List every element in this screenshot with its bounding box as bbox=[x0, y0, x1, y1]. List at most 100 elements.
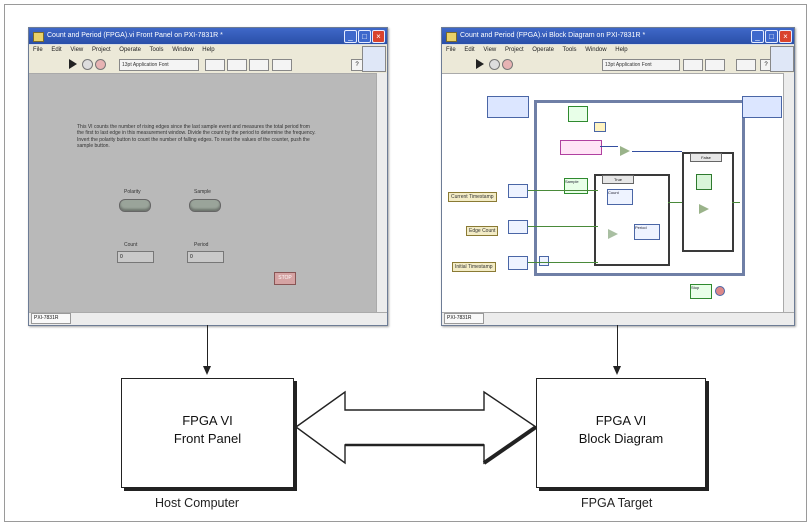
font-select[interactable]: 13pt Application Font bbox=[119, 59, 199, 71]
constant-node bbox=[508, 256, 528, 270]
distribute-objects-icon[interactable] bbox=[227, 59, 247, 71]
align-objects-icon[interactable] bbox=[683, 59, 703, 71]
front-panel-window: Count and Period (FPGA).vi Front Panel o… bbox=[28, 27, 388, 326]
current-timestamp-terminal[interactable]: Current Timestamp bbox=[448, 192, 497, 202]
period-indicator: 0 bbox=[187, 251, 224, 263]
block-diagram-vertical-scrollbar[interactable] bbox=[783, 73, 794, 313]
align-objects-icon[interactable] bbox=[205, 59, 225, 71]
distribute-objects-icon[interactable] bbox=[705, 59, 725, 71]
host-computer-caption: Host Computer bbox=[155, 496, 240, 510]
front-panel-vertical-scrollbar[interactable] bbox=[376, 73, 387, 313]
block-diagram-titlebar[interactable]: Count and Period (FPGA).vi Block Diagram… bbox=[442, 28, 794, 44]
menu-help[interactable]: Help bbox=[615, 47, 628, 53]
wire bbox=[668, 202, 682, 203]
maximize-icon[interactable]: □ bbox=[358, 30, 371, 43]
sample-label: Sample bbox=[194, 189, 211, 195]
connector-line-right bbox=[617, 325, 618, 367]
period-terminal[interactable]: Period bbox=[634, 224, 660, 240]
menu-tools[interactable]: Tools bbox=[562, 47, 577, 53]
vi-description: This VI counts the number of rising edge… bbox=[77, 124, 316, 150]
loop-iteration-terminal bbox=[539, 256, 549, 266]
menu-view[interactable]: View bbox=[483, 47, 497, 53]
run-continuously-icon[interactable] bbox=[489, 59, 500, 70]
menu-file[interactable]: File bbox=[446, 47, 456, 53]
menu-edit[interactable]: Edit bbox=[464, 47, 475, 53]
connector-arrowhead-left bbox=[203, 366, 211, 375]
count-terminal[interactable]: Count bbox=[607, 189, 633, 205]
menu-file[interactable]: File bbox=[33, 47, 43, 53]
front-panel-title: Count and Period (FPGA).vi Front Panel o… bbox=[47, 32, 223, 39]
double-arrow bbox=[294, 390, 538, 465]
run-icon[interactable] bbox=[476, 59, 484, 69]
wire bbox=[600, 146, 618, 147]
case-selector-node bbox=[594, 122, 606, 132]
block-diagram-canvas: Current Timestamp Edge Count Initial Tim… bbox=[442, 74, 784, 313]
menu-project[interactable]: Project bbox=[91, 47, 111, 53]
vi-icon bbox=[33, 32, 44, 42]
maximize-icon[interactable]: □ bbox=[765, 30, 778, 43]
edge-count-terminal[interactable]: Edge Count bbox=[466, 226, 499, 236]
menu-project[interactable]: Project bbox=[504, 47, 524, 53]
case-structure-right: False bbox=[682, 152, 734, 252]
front-panel-box: FPGA VI Front Panel bbox=[121, 378, 294, 488]
run-continuously-icon[interactable] bbox=[82, 59, 93, 70]
connector-line-left bbox=[207, 325, 208, 367]
abort-icon[interactable] bbox=[95, 59, 106, 70]
case-selector-label[interactable]: True bbox=[602, 175, 634, 184]
polarity-toggle[interactable] bbox=[119, 199, 151, 212]
minimize-icon[interactable]: _ bbox=[344, 30, 357, 43]
vi-icon-pane bbox=[362, 46, 386, 72]
run-icon[interactable] bbox=[69, 59, 77, 69]
menu-window[interactable]: Window bbox=[172, 47, 194, 53]
constant-node bbox=[508, 220, 528, 234]
block-diagram-window: Count and Period (FPGA).vi Block Diagram… bbox=[441, 27, 795, 326]
stop-terminal[interactable]: Stop bbox=[690, 284, 712, 299]
block-diagram-status: PXI-7831R bbox=[444, 313, 484, 324]
wire bbox=[632, 151, 682, 152]
polarity-terminal[interactable] bbox=[568, 106, 588, 122]
constant-node bbox=[508, 184, 528, 198]
while-loop bbox=[534, 100, 745, 276]
font-select[interactable]: 13pt Application Font bbox=[602, 59, 680, 71]
compare-node bbox=[620, 146, 630, 156]
count-indicator: 0 bbox=[117, 251, 154, 263]
front-panel-horizontal-scrollbar[interactable]: PXI-7831R bbox=[29, 312, 387, 325]
case-selector-label[interactable]: False bbox=[690, 153, 722, 162]
menu-operate[interactable]: Operate bbox=[119, 47, 141, 53]
increment-node bbox=[699, 204, 709, 214]
io-node bbox=[560, 140, 602, 155]
front-panel-canvas: This VI counts the number of rising edge… bbox=[29, 74, 377, 313]
menu-tools[interactable]: Tools bbox=[149, 47, 164, 53]
stop-button[interactable]: STOP bbox=[274, 272, 296, 285]
figure-frame bbox=[4, 4, 807, 522]
wire bbox=[528, 262, 598, 263]
block-diagram-menubar: File Edit View Project Operate Tools Win… bbox=[442, 45, 794, 55]
block-diagram-horizontal-scrollbar[interactable]: PXI-7831R bbox=[442, 312, 794, 325]
polarity-label: Polarity bbox=[124, 189, 141, 195]
initial-timestamp-terminal[interactable]: Initial Timestamp bbox=[452, 262, 496, 272]
abort-icon[interactable] bbox=[502, 59, 513, 70]
menu-edit[interactable]: Edit bbox=[51, 47, 62, 53]
front-panel-titlebar[interactable]: Count and Period (FPGA).vi Front Panel o… bbox=[29, 28, 387, 44]
reorder-icon[interactable] bbox=[272, 59, 292, 71]
resize-objects-icon[interactable] bbox=[249, 59, 269, 71]
case-structure: True bbox=[594, 174, 670, 266]
minimize-icon[interactable]: _ bbox=[751, 30, 764, 43]
menu-window[interactable]: Window bbox=[585, 47, 607, 53]
close-icon[interactable]: × bbox=[779, 30, 792, 43]
reorder-icon[interactable] bbox=[736, 59, 756, 71]
front-panel-box-line1: FPGA VI bbox=[182, 413, 233, 428]
sample-button[interactable] bbox=[189, 199, 221, 212]
vi-icon-pane bbox=[770, 46, 794, 72]
menu-view[interactable]: View bbox=[70, 47, 84, 53]
menu-help[interactable]: Help bbox=[202, 47, 215, 53]
front-panel-toolbar: 13pt Application Font ? bbox=[29, 55, 387, 74]
block-diagram-box-line1: FPGA VI bbox=[595, 413, 647, 428]
sample-terminal[interactable]: Sample bbox=[564, 178, 588, 194]
close-icon[interactable]: × bbox=[372, 30, 385, 43]
add-node bbox=[608, 229, 618, 239]
sequence-frame-left bbox=[487, 96, 529, 118]
front-panel-status: PXI-7831R bbox=[31, 313, 71, 324]
menu-operate[interactable]: Operate bbox=[532, 47, 554, 53]
block-diagram-box: FPGA VI Block Diagram bbox=[536, 378, 706, 488]
